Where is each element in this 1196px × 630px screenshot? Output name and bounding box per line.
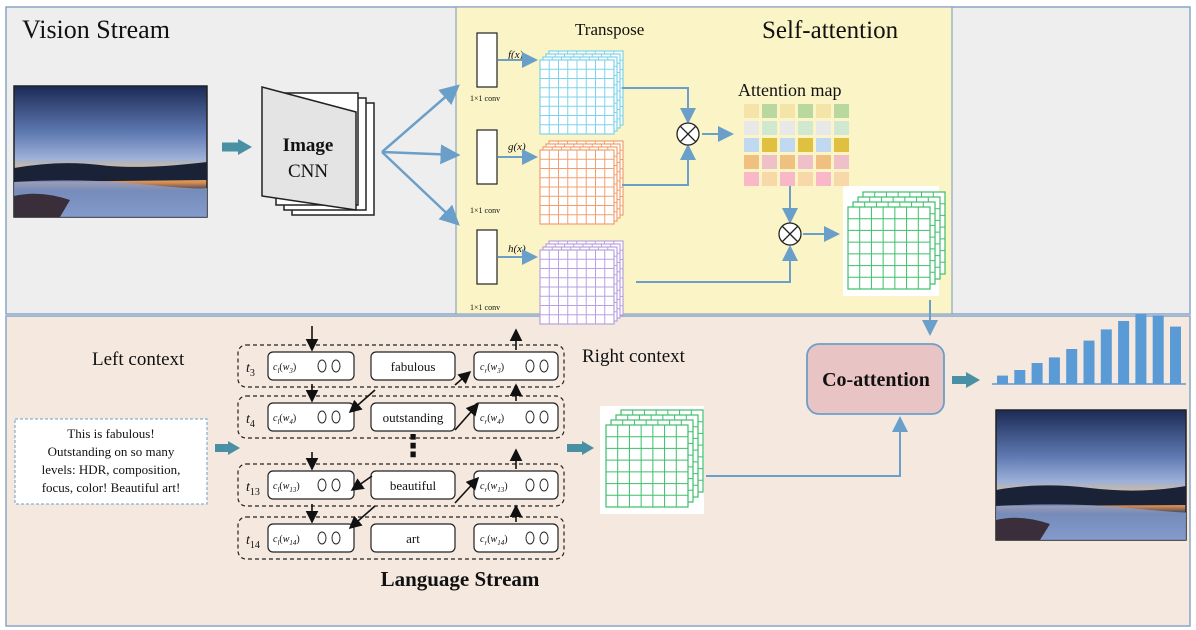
cnn-fanout-arrows <box>381 84 461 226</box>
conv-label-h: 1×1 conv <box>470 303 500 312</box>
score-bar <box>1014 370 1026 384</box>
rows-ellipsis: ⋮ <box>398 429 428 464</box>
conv-block-h: 1×1 conv <box>470 229 500 312</box>
time-step-label: t4 <box>246 412 255 430</box>
score-bar <box>1100 329 1112 384</box>
input-text-box <box>14 418 208 505</box>
score-bar <box>1031 363 1043 384</box>
word-cell: beautiful <box>390 478 437 493</box>
branch-label-g: g(x) <box>508 141 526 153</box>
score-distribution <box>992 314 1186 385</box>
branch-arrows <box>498 52 538 265</box>
feature-grid-g <box>539 140 624 225</box>
score-bar <box>1066 349 1078 384</box>
attention-map <box>744 104 849 186</box>
conv-label-g: 1×1 conv <box>470 206 500 215</box>
co-attention-box <box>806 343 945 415</box>
input-text-line-2: Outstanding on so many <box>48 444 175 459</box>
attention-map-label: Attention map <box>738 80 841 100</box>
feature-grid-f <box>539 50 624 135</box>
lang-to-coattn-arrow <box>706 416 908 477</box>
score-bar <box>1135 314 1147 384</box>
word-cell: art <box>406 531 420 546</box>
language-output-grid <box>600 406 704 514</box>
transpose-label: Transpose <box>575 20 644 39</box>
left-context-label: Left context <box>92 349 185 370</box>
input-text-line-3: levels: HDR, composition, <box>42 462 181 477</box>
rnn-arrows <box>305 326 523 530</box>
co-attention-label: Co-attention <box>822 369 930 391</box>
conv-label-f: 1×1 conv <box>470 94 500 103</box>
conv-block-f: 1×1 conv <box>470 32 500 103</box>
input-text-line-1: This is fabulous! <box>67 426 154 441</box>
image-cnn-block: Image CNN <box>261 86 375 216</box>
multiply-op-2 <box>778 222 802 246</box>
score-bar <box>1083 340 1095 384</box>
output-image <box>995 409 1187 541</box>
score-bar <box>1170 326 1181 384</box>
input-text-line-4: focus, color! Beautiful art! <box>42 480 181 495</box>
vision-stream-title: Vision Stream <box>22 15 170 44</box>
word-cell: fabulous <box>391 359 436 374</box>
cnn-label-cnn: CNN <box>288 161 328 182</box>
input-text: This is fabulous! Outstanding on so many… <box>42 426 181 495</box>
input-image <box>13 85 208 218</box>
multiply-op-1 <box>676 122 700 146</box>
self-attention-title: Self-attention <box>762 17 899 44</box>
time-step-label: t3 <box>246 361 255 379</box>
score-bar <box>997 375 1008 384</box>
right-context-label: Right context <box>582 346 686 367</box>
language-stream-title: Language Stream <box>381 567 540 591</box>
branch-label-h: h(x) <box>508 243 526 255</box>
attention-flow-arrows <box>622 87 840 283</box>
score-bar <box>1048 357 1060 384</box>
score-bar <box>1118 321 1130 384</box>
score-bar <box>1152 315 1164 384</box>
self-attention-output-grid <box>843 186 946 296</box>
branch-label-f: f(x) <box>508 49 524 61</box>
feature-grid-h <box>539 240 624 325</box>
word-cell: outstanding <box>383 410 444 425</box>
cnn-label-image: Image <box>283 135 334 156</box>
conv-block-g: 1×1 conv <box>470 129 500 215</box>
